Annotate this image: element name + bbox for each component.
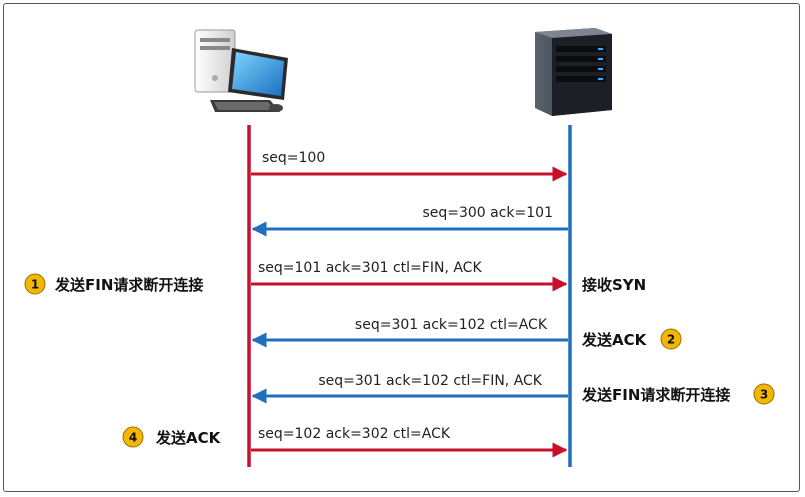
step-2-badge (660, 328, 682, 350)
step-4-text: 发送ACK (155, 429, 222, 447)
step-3-text: 发送FIN请求断开连接 (581, 386, 730, 404)
step-1-text: 发送FIN请求断开连接 (54, 276, 203, 294)
message-label-5: seq=301 ack=102 ctl=FIN, ACK (318, 373, 542, 389)
step-2-annotation: 发送ACK 2 (581, 328, 682, 350)
step-3-annotation: 发送FIN请求断开连接 3 (581, 383, 775, 405)
message-label-2: seq=300 ack=101 (422, 205, 553, 221)
step-4-annotation: 4 发送ACK (122, 426, 222, 448)
step-3-number: 3 (760, 388, 768, 402)
desktop-computer-icon (194, 29, 288, 112)
step-4-badge (122, 426, 144, 448)
receive-syn-text: 接收SYN (582, 276, 646, 294)
step-2-number: 2 (667, 333, 675, 347)
server-rack-icon (535, 28, 612, 116)
diagram-frame (3, 3, 800, 492)
step-3-badge (753, 383, 775, 405)
step-4-number: 4 (129, 431, 137, 445)
step-2-text: 发送ACK (581, 331, 648, 349)
step-1-number: 1 (31, 278, 39, 292)
message-label-4: seq=301 ack=102 ctl=ACK (355, 317, 548, 333)
step-1-annotation: 1 发送FIN请求断开连接 (24, 273, 203, 295)
step-1-badge (24, 273, 46, 295)
message-label-3: seq=101 ack=301 ctl=FIN, ACK (258, 260, 482, 276)
message-label-6: seq=102 ack=302 ctl=ACK (258, 426, 451, 442)
message-label-1: seq=100 (262, 150, 325, 166)
